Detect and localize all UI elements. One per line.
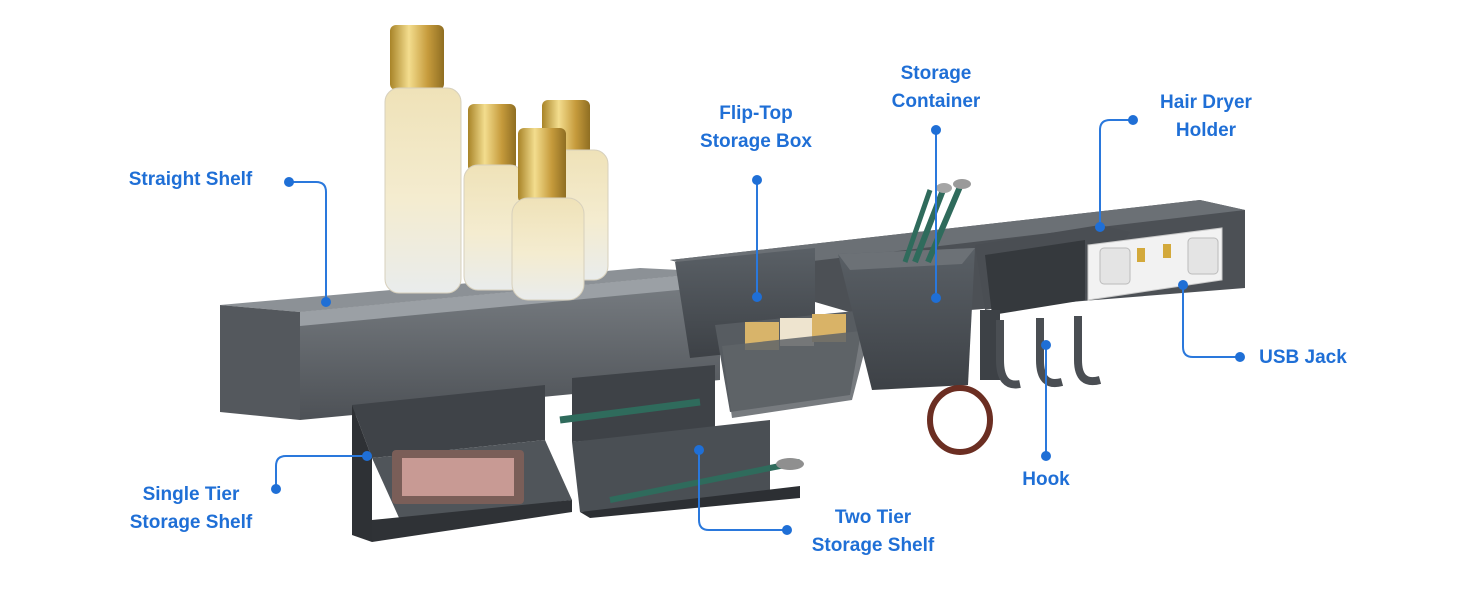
hooks	[927, 316, 1102, 455]
bottles	[384, 25, 609, 301]
label-straight-shelf: Straight Shelf	[128, 169, 253, 190]
label-hair-dryer-holder: Hair Dryer Holder	[1160, 92, 1252, 141]
single-tier-shelf	[352, 385, 572, 542]
outlet-plate	[1087, 227, 1223, 301]
label-two-tier-storage-shelf: Two Tier Storage Shelf	[811, 507, 935, 556]
storage-container	[838, 179, 975, 390]
callout-lines	[271, 115, 1245, 535]
label-usb-jack: USB Jack	[1259, 347, 1347, 368]
two-tier-shelf	[559, 365, 804, 518]
flip-top-box	[675, 248, 870, 418]
label-single-tier-storage-shelf: Single Tier Storage Shelf	[129, 484, 253, 533]
label-flip-top-storage-box: Flip-Top Storage Box	[700, 103, 812, 152]
label-storage-container: Storage Container	[891, 63, 981, 112]
label-hook: Hook	[1022, 469, 1070, 490]
